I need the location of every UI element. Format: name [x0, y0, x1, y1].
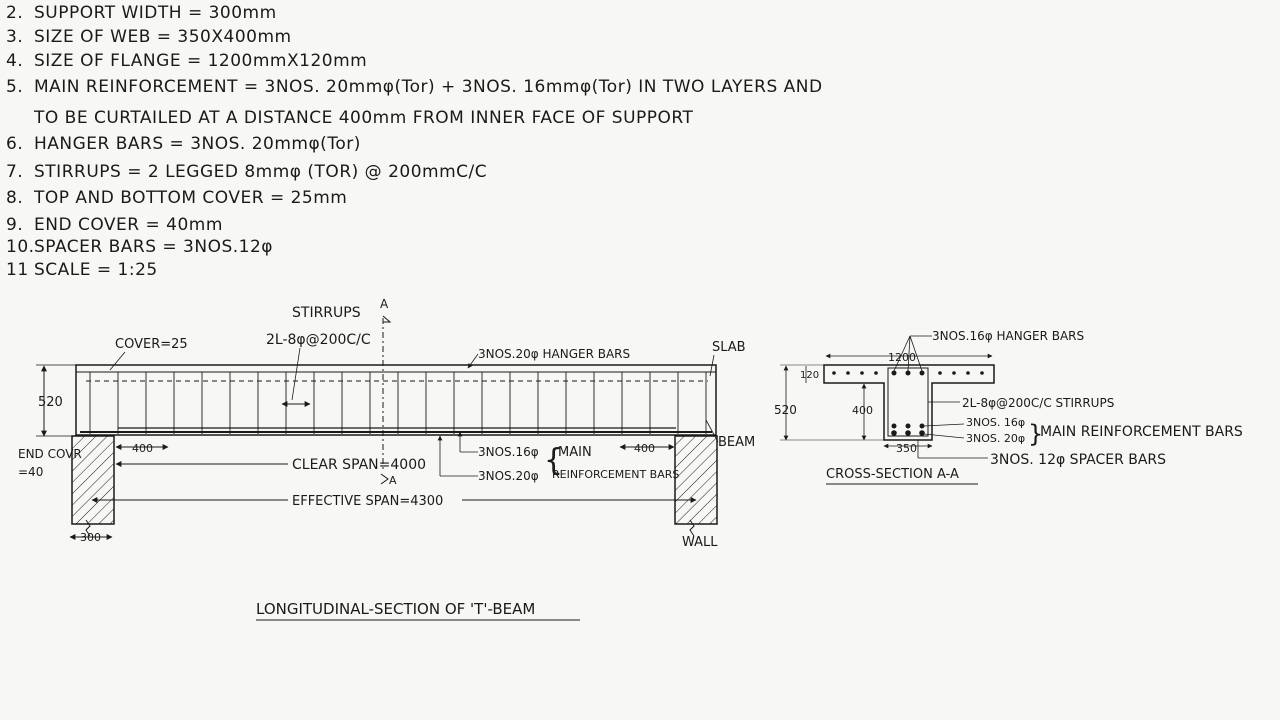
spec-note-text: HANGER BARS = 3NOS. 20mmφ(Tor) [34, 134, 361, 154]
spec-note-text: SUPPORT WIDTH = 300mm [34, 3, 277, 23]
spec-note: 6. HANGER BARS = 3NOS. 20mmφ(Tor) [6, 134, 361, 154]
slab-bar [980, 371, 984, 375]
main-16-label: 3NOS.16φ [478, 445, 539, 459]
spec-note-text: SPACER BARS = 3NOS.12φ [34, 237, 274, 257]
flange-depth-label: 120 [800, 370, 819, 381]
flange-width-label: 1200 [888, 351, 916, 364]
stirrups-spec: 2L-8φ@200C/C [266, 332, 371, 348]
section-mark-top: A [380, 297, 389, 311]
spec-note: TO BE CURTAILED AT A DISTANCE 400mm FROM… [34, 108, 693, 128]
cross-section-title: CROSS-SECTION A-A [826, 467, 959, 482]
end-cover-value: =40 [18, 465, 43, 479]
cs-main-label: MAIN REINFORCEMENT BARS [1040, 424, 1243, 440]
main-20-label: 3NOS.20φ [478, 469, 539, 483]
slab-bar [860, 371, 864, 375]
spec-note: 9. END COVER = 40mm [6, 215, 223, 235]
total-depth-label: 520 [774, 403, 797, 417]
spec-note-number: 4. [6, 51, 24, 71]
spec-note: 8. TOP AND BOTTOM COVER = 25mm [6, 188, 347, 208]
spec-note: 5. MAIN REINFORCEMENT = 3NOS. 20mmφ(Tor) … [6, 77, 823, 97]
end-cover-label: END COVR [18, 447, 82, 461]
hanger-bars-label: 3NOS.20φ HANGER BARS [478, 347, 630, 361]
spec-note-text: SCALE = 1:25 [34, 260, 158, 280]
cs-spacer-label: 3NOS. 12φ SPACER BARS [990, 452, 1166, 468]
section-mark-bottom: A [389, 474, 397, 487]
brace: { [544, 443, 563, 478]
slab-bar [832, 371, 836, 375]
spec-note-number: 10. [6, 237, 35, 257]
slab-bar [952, 371, 956, 375]
support-width-label: 300 [80, 531, 101, 544]
longitudinal-title: LONGITUDINAL-SECTION OF 'T'-BEAM [256, 600, 535, 618]
spec-note-text: STIRRUPS = 2 LEGGED 8mmφ (TOR) @ 200mmC/… [34, 162, 488, 182]
web-bar-dots [891, 370, 925, 436]
slab-label: SLAB [712, 340, 746, 355]
slab-bar [874, 371, 878, 375]
beam-outline [75, 364, 717, 436]
spec-note-number: 8. [6, 188, 24, 208]
wall-label: WALL [682, 535, 718, 550]
spec-note-number: 3. [6, 27, 24, 47]
spec-note-text: MAIN REINFORCEMENT = 3NOS. 20mmφ(Tor) + … [34, 77, 823, 97]
spec-note-number: 2. [6, 3, 24, 23]
web-depth-label: 400 [852, 404, 873, 417]
spec-note: 10.SPACER BARS = 3NOS.12φ [6, 237, 273, 257]
spec-note-number: 5. [6, 77, 24, 97]
spec-note-text: END COVER = 40mm [34, 215, 223, 235]
slab-bar [938, 371, 942, 375]
curtail-right: 400 [634, 442, 655, 455]
spec-note-number: 7. [6, 162, 24, 182]
cs-main-16: 3NOS. 16φ [966, 416, 1025, 429]
longitudinal-section: A A STIRRUPS 2L-8φ@200C/C COVER=25 3NOS.… [18, 297, 755, 621]
cs-hanger-label: 3NOS.16φ HANGER BARS [932, 329, 1084, 343]
t-beam-outline [823, 364, 995, 441]
slab-bar [966, 371, 970, 375]
spec-note-text: SIZE OF FLANGE = 1200mmX120mm [34, 51, 368, 71]
spec-note: 4. SIZE OF FLANGE = 1200mmX120mm [6, 51, 367, 71]
spec-note: 2. SUPPORT WIDTH = 300mm [6, 3, 277, 23]
stirrup-lines [89, 372, 707, 434]
cs-main-20: 3NOS. 20φ [966, 432, 1025, 445]
cs-stirrups-label: 2L-8φ@200C/C STIRRUPS [962, 396, 1114, 410]
spec-note: 7. STIRRUPS = 2 LEGGED 8mmφ (TOR) @ 200mm… [6, 162, 487, 182]
beam-label: BEAM [718, 435, 755, 450]
right-wall [674, 435, 718, 525]
web-width-label: 350 [896, 442, 917, 455]
main-label: MAIN [558, 445, 592, 460]
reinforcement-label: REINFORCEMENT BARS [552, 468, 679, 481]
slab-bar-dots [832, 371, 984, 375]
spec-note-text: TO BE CURTAILED AT A DISTANCE 400mm FROM… [34, 108, 694, 128]
spec-note-text: TOP AND BOTTOM COVER = 25mm [34, 188, 348, 208]
spec-note-number: 9. [6, 215, 24, 235]
depth-label: 520 [38, 395, 63, 410]
curtail-left: 400 [132, 442, 153, 455]
spec-note: 3. SIZE OF WEB = 350X400mm [6, 27, 292, 47]
specification-notes: 2. SUPPORT WIDTH = 300mm 3. SIZE OF WEB = 3… [0, 0, 822, 290]
left-wall [71, 435, 115, 525]
spec-note-text: SIZE OF WEB = 350X400mm [34, 27, 292, 47]
spec-note-number: 11 [6, 260, 29, 280]
cs-brace: } [1028, 420, 1043, 448]
effective-span-label: EFFECTIVE SPAN=4300 [292, 494, 443, 509]
cover-label: COVER=25 [115, 337, 188, 352]
spec-note-number: 6. [6, 134, 24, 154]
slab-bar [846, 371, 850, 375]
cross-section: 3NOS.16φ HANGER BARS 1200 120 520 400 35… [774, 329, 1243, 485]
stirrups-label: STIRRUPS [292, 305, 361, 321]
clear-span-label: CLEAR SPAN=4000 [292, 457, 426, 473]
